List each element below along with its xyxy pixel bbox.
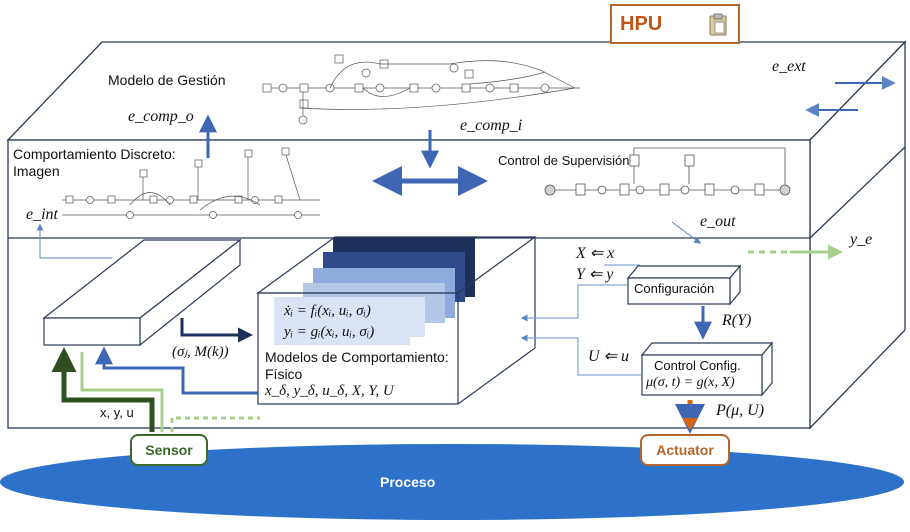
p-mu-label: P(μ, U) — [716, 402, 765, 419]
image-label: Imagen — [13, 163, 60, 179]
discrete-network — [62, 147, 320, 219]
x-assign-label: X ⇐ x — [576, 245, 615, 262]
ye-label: y_e — [850, 231, 873, 248]
hpu-label: HPU — [620, 13, 663, 35]
process-label: Proceso — [380, 474, 436, 490]
actuator-box: Actuator — [640, 434, 730, 466]
control-config-box — [640, 341, 774, 397]
r-y-label: R(Y) — [722, 312, 752, 329]
y-assign-label: Y ⇐ y — [576, 266, 614, 283]
u-to-model-connector — [520, 334, 642, 376]
configuration-box — [626, 264, 742, 306]
hpu-box: HPU — [610, 4, 740, 44]
physical-label: Físico — [265, 366, 303, 382]
sigma-arrow — [180, 318, 253, 343]
ecomp-i-label: e_comp_i — [460, 117, 523, 134]
configuration-label: Configuración — [634, 281, 715, 296]
output-equation: yᵢ = gᵢ(xᵢ, uᵢ, σᵢ) — [284, 324, 375, 340]
e-int-label: e_int — [26, 206, 58, 223]
e-out-arrow — [671, 221, 702, 244]
x-to-model-connector — [520, 284, 628, 322]
xyu-label: x, y, u — [100, 405, 134, 420]
sensor-dark-green-arrow — [51, 347, 155, 432]
sigma-m-label: (σⱼ, M(k)) — [172, 344, 229, 360]
behavior-models-label: Modelos de Comportamiento: — [265, 349, 449, 365]
e-out-label: e_out — [700, 213, 736, 230]
management-network — [262, 54, 580, 125]
clipboard-icon — [709, 13, 727, 36]
supervision-control-label: Control de Supervisión — [498, 153, 630, 168]
feedback-arrow — [95, 346, 258, 395]
e-int-arrow — [36, 223, 112, 259]
image-bar — [42, 238, 242, 347]
state-equation: ẋᵢ = fᵢ(xᵢ, uᵢ, σᵢ) — [284, 303, 371, 319]
management-model-label: Modelo de Gestión — [108, 72, 226, 88]
sensor-light-green-line — [80, 352, 164, 432]
sensor-dashed-line — [170, 416, 260, 432]
supervision-network — [544, 147, 791, 196]
control-config-label: Control Config. — [654, 358, 741, 373]
control-equation: μ(σ, t) = g(x, X) — [646, 375, 735, 390]
discrete-behavior-label: Comportamiento Discreto: — [13, 146, 176, 162]
u-assign-label: U ⇐ u — [588, 348, 629, 365]
e-ext-label: e_ext — [772, 58, 806, 75]
ecomp-o-label: e_comp_o — [128, 108, 194, 125]
sensor-box: Sensor — [130, 434, 208, 466]
physical-model-box — [256, 236, 537, 405]
actuator-arrowhead — [682, 418, 698, 430]
equations-box — [274, 297, 410, 345]
variables-label: x_δ, y_δ, u_δ, X, Y, U — [265, 383, 394, 399]
